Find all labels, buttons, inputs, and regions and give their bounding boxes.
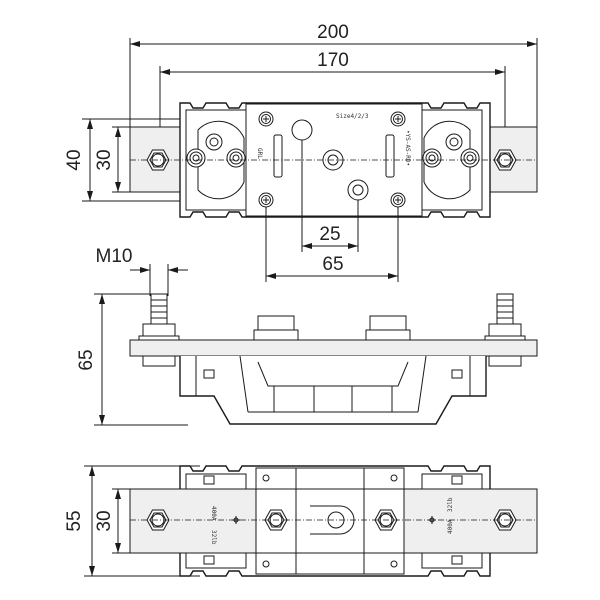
right-stud-side xyxy=(484,293,526,367)
dimension-40: 40 xyxy=(64,118,200,202)
dimension-25-label: 25 xyxy=(319,224,340,245)
current-marking-right: 400A xyxy=(447,519,454,534)
dimension-40-label: 40 xyxy=(64,149,85,170)
dimension-170: 170 xyxy=(159,50,506,175)
dimension-65-holes: 65 xyxy=(265,207,399,282)
mounting-holes-top xyxy=(258,111,406,208)
dimension-m10-label: M10 xyxy=(96,246,133,267)
dimension-65-holes-label: 65 xyxy=(322,254,343,275)
fuse-base-side-body xyxy=(179,355,487,425)
bottom-view: 55 30 xyxy=(64,465,538,577)
brand-marking: GRL xyxy=(256,148,263,159)
current-marking-left: 400A xyxy=(210,506,217,521)
dimension-25: 25 xyxy=(301,140,359,252)
size-marking-left: 32lb xyxy=(210,530,217,545)
dimension-m10: M10 xyxy=(96,246,188,296)
size-marking: Size4/2/3 xyxy=(336,113,369,120)
dimension-65-height: 65 xyxy=(76,293,188,426)
dimension-55: 55 xyxy=(64,465,200,577)
dimension-200: 200 xyxy=(129,22,538,175)
dimension-30-bottom-label: 30 xyxy=(94,510,115,531)
size-marking-right: 32lb xyxy=(447,497,454,512)
rating-marking: •YS-AS-RD• xyxy=(404,130,411,166)
dimension-55-label: 55 xyxy=(64,510,85,531)
side-view: M10 65 xyxy=(76,246,538,426)
dimension-30-bottom: 30 xyxy=(94,488,140,554)
dimension-200-label: 200 xyxy=(317,22,349,43)
dimension-170-label: 170 xyxy=(317,50,349,71)
bus-bar-side xyxy=(129,339,538,357)
top-view: 200 170 40 30 xyxy=(64,22,538,282)
dimension-30-top-label: 30 xyxy=(94,149,115,170)
dimension-65-height-label: 65 xyxy=(76,349,97,370)
left-stud-side xyxy=(138,293,180,367)
